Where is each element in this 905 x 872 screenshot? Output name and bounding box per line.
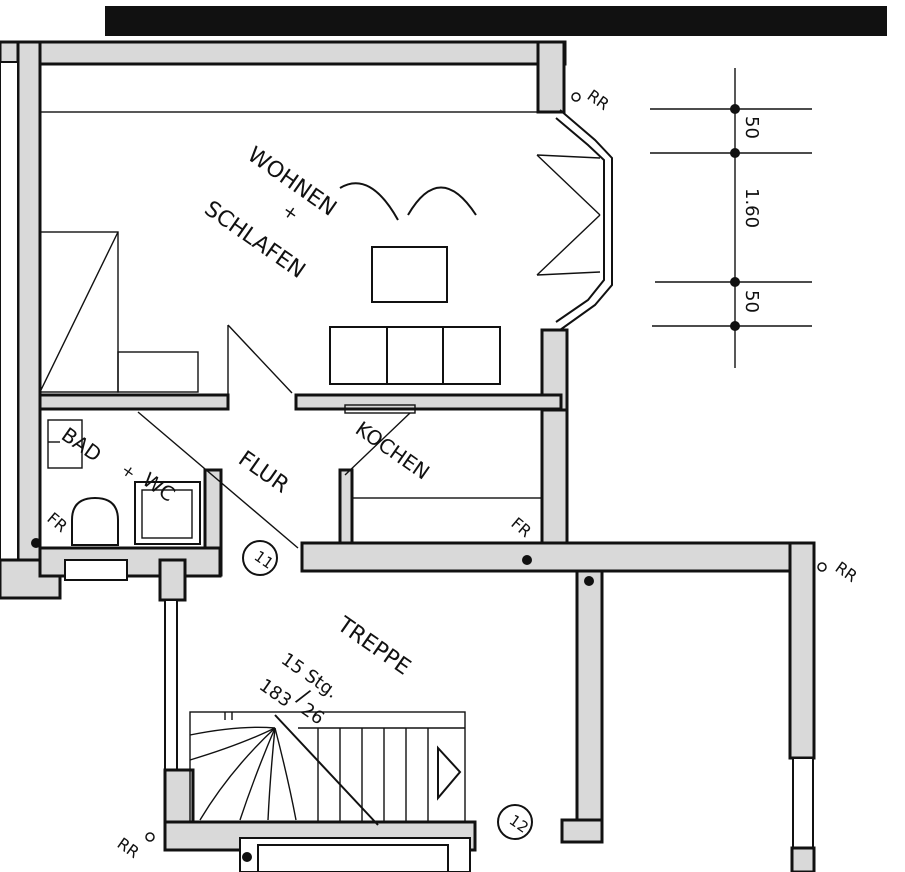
scan-top-band <box>105 6 887 36</box>
room-number-circle-12 <box>497 804 533 840</box>
wall-bottom-inner <box>257 844 449 872</box>
wall-kitchen-right <box>540 408 569 547</box>
pipe-dot-partition <box>584 576 594 586</box>
rr-circle-bottom <box>145 832 155 842</box>
kitchen-door-head <box>344 404 416 414</box>
wall-bath-top <box>38 393 230 411</box>
wall-kitchen-left <box>338 468 354 550</box>
bed-left <box>39 231 119 393</box>
wall-middle-long <box>300 541 814 573</box>
fr-label-bath: FR <box>43 509 71 537</box>
door-living-swing <box>227 324 293 394</box>
wall-right-bottom <box>790 846 816 872</box>
wall-right-outer <box>788 541 816 760</box>
dim-dot-4 <box>730 321 740 331</box>
dimension-top: 50 <box>741 116 762 139</box>
stair-treads <box>189 726 429 822</box>
dimension-bottom: 50 <box>741 290 762 313</box>
wall-kitchen-top <box>294 393 563 411</box>
room-label-treppe: TREPPE <box>332 612 415 681</box>
dim-dot-3 <box>730 277 740 287</box>
wall-left <box>16 40 42 599</box>
wall-left-outer <box>0 61 19 578</box>
wall-right-window <box>792 757 814 849</box>
kitchen-counter <box>351 497 543 544</box>
wall-top-right-pillar <box>536 40 566 114</box>
rr-label-bottom: RR <box>114 834 143 862</box>
wall-stair-left-thin <box>164 599 178 776</box>
rr-circle-right <box>817 562 827 572</box>
shower-tray <box>134 481 201 545</box>
door-kitchen-swing <box>344 412 411 476</box>
room-label-flur: FLUR <box>234 446 294 498</box>
sofa <box>329 326 501 385</box>
bath-window <box>64 559 128 581</box>
pipe-dot-bath <box>31 538 41 548</box>
rr-label-right: RR <box>832 558 861 586</box>
chair-right <box>407 186 477 216</box>
bay-sash-2 <box>536 214 601 276</box>
wall-top <box>0 40 567 66</box>
rr-label-top: RR <box>584 86 613 114</box>
toilet <box>71 496 119 546</box>
wardrobe-top <box>39 63 539 113</box>
bay-sash-3 <box>536 154 601 159</box>
rr-circle-top <box>571 92 581 102</box>
bay-sash-1 <box>536 154 601 216</box>
shower-inner <box>141 489 193 539</box>
dim-dot-1 <box>730 104 740 114</box>
wall-stair-top-left <box>158 558 187 602</box>
table <box>371 246 448 303</box>
bay-inner <box>555 117 605 323</box>
room-label-plus-living: + <box>278 200 302 226</box>
dimension-middle: 1.60 <box>741 188 762 228</box>
room-label-kochen: KOCHEN <box>351 416 434 484</box>
room-label-wc: WC <box>138 467 179 506</box>
bay-outer <box>559 109 613 331</box>
room-number-circle-11 <box>242 540 278 576</box>
wall-partition-foot <box>560 818 604 844</box>
stair-arrow <box>437 745 462 801</box>
wall-partition-right <box>575 569 604 843</box>
stair-ratio-top: 183 <box>255 675 295 712</box>
bath-shelf <box>47 419 83 469</box>
bedside-cabinet <box>117 351 199 393</box>
pipe-dot-bottom <box>242 852 252 862</box>
dim-dot-2 <box>730 148 740 158</box>
stair-cut-line <box>274 714 379 826</box>
room-label-plus-bath: + <box>118 460 140 483</box>
fr-label-kitchen: FR <box>507 514 535 542</box>
bed-diagonal <box>39 231 119 393</box>
chair-left <box>339 182 399 221</box>
bay-sash-4 <box>536 271 601 276</box>
door-bath-swing <box>137 411 299 549</box>
pipe-dot-kitchen <box>522 555 532 565</box>
